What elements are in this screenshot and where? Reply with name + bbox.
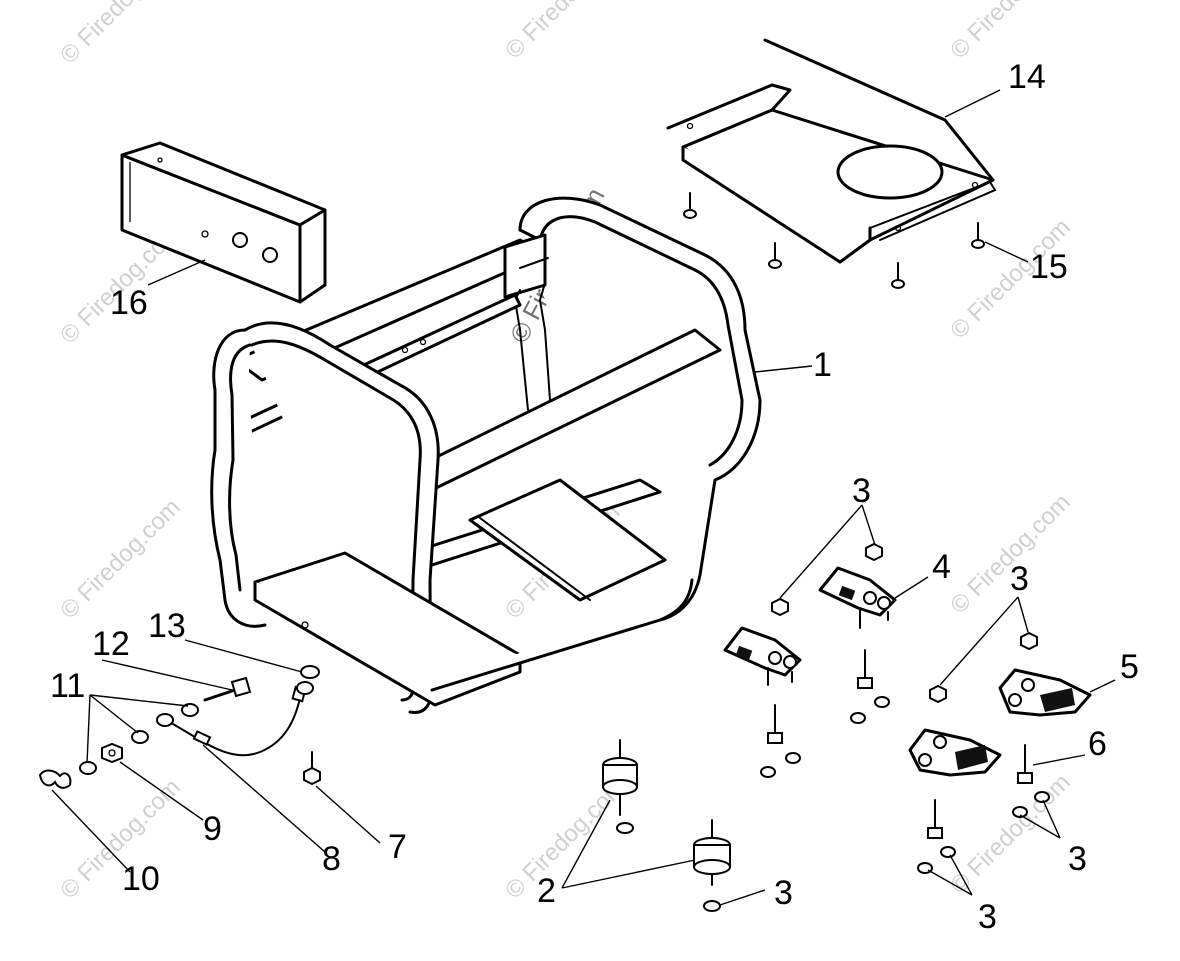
nuts [616, 542, 1050, 912]
callout-labels: 1 2 3 3 3 3 3 4 5 6 7 8 9 10 11 12 13 14… [50, 58, 1139, 936]
ground-hardware [38, 665, 321, 789]
watermark: © Firedog.com [945, 489, 1076, 620]
callout-16: 16 [110, 284, 148, 322]
callout-12: 12 [92, 625, 130, 663]
callout-9: 9 [203, 810, 222, 848]
callout-10: 10 [122, 860, 160, 898]
callout-3: 3 [852, 472, 871, 510]
callout-14: 14 [1008, 58, 1046, 96]
watermark: © Firedog.com [945, 769, 1076, 900]
callout-5: 5 [1120, 648, 1139, 686]
callout-6: 6 [1088, 725, 1107, 763]
callout-3: 3 [978, 898, 997, 936]
watermark: © Firedog.com [945, 0, 1076, 64]
callout-15: 15 [1030, 248, 1068, 286]
mount-bracket-b2 [908, 728, 1002, 777]
callout-3: 3 [774, 874, 793, 912]
watermark: © Firedog.com [500, 0, 631, 64]
callout-13: 13 [148, 607, 186, 645]
vibration-mounts [602, 739, 731, 886]
callout-11: 11 [50, 667, 85, 705]
callout-1: 1 [813, 346, 832, 384]
callout-7: 7 [388, 828, 407, 866]
mount-bracket-b [998, 668, 1092, 717]
watermark: © Firedog.com [55, 0, 186, 69]
callout-3: 3 [1010, 560, 1029, 598]
mount-bracket-a2 [723, 626, 802, 686]
fuel-tank-plate [666, 38, 997, 264]
callout-4: 4 [932, 548, 951, 586]
callout-8: 8 [322, 840, 341, 878]
frame [210, 196, 762, 715]
control-panel [120, 141, 327, 304]
watermark: © Firedog.com [55, 494, 186, 625]
callout-2: 2 [537, 872, 556, 910]
watermark: © Firedog.com [55, 774, 186, 905]
callout-3: 3 [1068, 840, 1087, 878]
bolts [767, 649, 1033, 839]
leader-lines [51, 89, 1116, 906]
mount-bracket-a [818, 566, 897, 629]
plate-screws [683, 192, 985, 289]
